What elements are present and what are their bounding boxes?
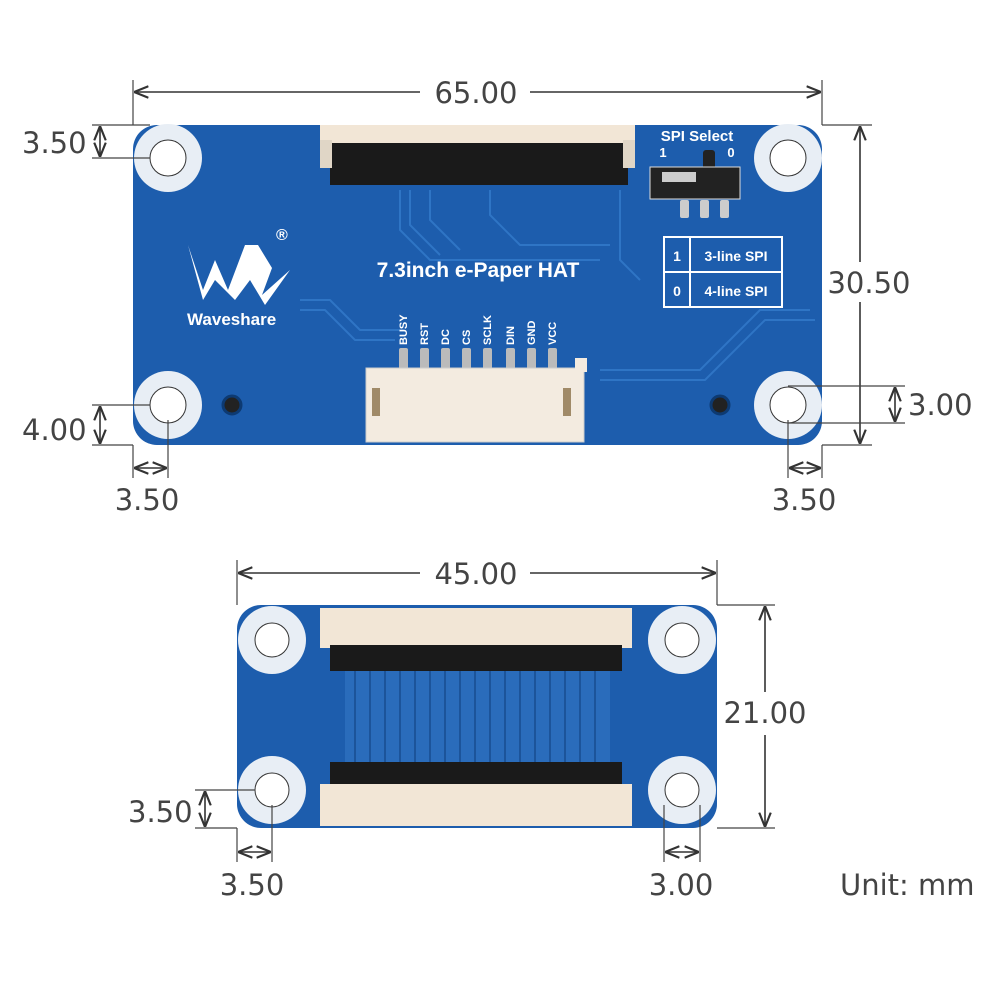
svg-text:DIN: DIN [505, 326, 517, 345]
svg-text:3.50: 3.50 [22, 126, 87, 160]
dim-main-width: 65.00 [132, 76, 823, 125]
svg-text:21.00: 21.00 [723, 696, 806, 730]
led-dot-left [221, 394, 243, 416]
svg-text:3.50: 3.50 [128, 795, 193, 829]
spi-select-switch: SPI Select 1 0 [649, 128, 741, 218]
svg-text:1: 1 [673, 248, 681, 264]
dim-main-hole-bottom: 4.00 [22, 404, 150, 447]
fpc-connector-a-bottom [320, 762, 632, 826]
dim-main-height: 30.50 [822, 124, 911, 446]
fpc-connector-a-top [320, 608, 632, 671]
svg-text:CS: CS [461, 330, 473, 345]
spi-mode-table: 1 3-line SPI 0 4-line SPI [663, 236, 783, 308]
dim-main-hole-left: 3.50 [115, 420, 180, 517]
brand-name: Waveshare [187, 310, 276, 329]
svg-text:3.50: 3.50 [220, 868, 285, 902]
mounting-hole-a-bottom-right [648, 756, 716, 824]
dim-adapter-hole-diameter: 3.00 [649, 805, 714, 902]
mounting-hole-top-right [754, 124, 822, 192]
svg-text:RST: RST [419, 323, 431, 345]
dim-adapter-width: 45.00 [236, 557, 718, 605]
mounting-hole-a-bottom-left [238, 756, 306, 824]
mounting-hole-bottom-left [134, 371, 202, 439]
main-hat-board: ® Waveshare 7.3inch e-Paper HAT SPI Sele… [133, 124, 822, 445]
svg-text:45.00: 45.00 [434, 557, 517, 591]
waveshare-logo: ® Waveshare [187, 227, 290, 329]
board-title: 7.3inch e-Paper HAT [377, 259, 580, 282]
mounting-hole-a-top-left [238, 606, 306, 674]
svg-text:3-line SPI: 3-line SPI [704, 248, 767, 264]
dim-adapter-height: 21.00 [717, 604, 807, 829]
mounting-hole-top-left [134, 124, 202, 192]
svg-text:4-line SPI: 4-line SPI [704, 283, 767, 299]
svg-text:DC: DC [440, 329, 452, 345]
dim-adapter-hole-left: 3.50 [220, 805, 285, 902]
svg-text:3.50: 3.50 [115, 483, 180, 517]
mounting-hole-bottom-right [754, 371, 822, 439]
svg-text:BUSY: BUSY [398, 314, 410, 345]
dim-adapter-hole-bottom: 3.50 [128, 789, 255, 829]
adapter-board [237, 605, 717, 828]
pin-header-connector [365, 348, 587, 443]
svg-text:0: 0 [727, 145, 734, 160]
svg-text:3.00: 3.00 [908, 388, 973, 422]
svg-text:®: ® [276, 227, 288, 244]
mounting-hole-a-top-right [648, 606, 716, 674]
svg-text:4.00: 4.00 [22, 413, 87, 447]
svg-text:1: 1 [659, 145, 666, 160]
ribbon-traces [345, 668, 610, 766]
dim-main-hole-top: 3.50 [22, 124, 150, 160]
pin-labels: BUSY RST DC CS SCLK DIN GND VCC [398, 314, 559, 345]
dim-main-hole-right: 3.50 [772, 420, 837, 517]
svg-text:3.00: 3.00 [649, 868, 714, 902]
svg-text:SCLK: SCLK [482, 315, 494, 345]
svg-text:0: 0 [673, 283, 681, 299]
fpc-connector-top [320, 125, 635, 185]
svg-text:30.50: 30.50 [827, 266, 910, 300]
svg-text:VCC: VCC [547, 322, 559, 345]
svg-text:GND: GND [526, 321, 538, 346]
led-dot-right [709, 394, 731, 416]
dim-main-hole-diameter: 3.00 [788, 385, 973, 424]
svg-text:65.00: 65.00 [434, 76, 517, 110]
unit-label: Unit: mm [840, 868, 975, 902]
svg-text:3.50: 3.50 [772, 483, 837, 517]
pcb-traces [300, 190, 815, 381]
svg-text:SPI Select: SPI Select [661, 128, 734, 145]
